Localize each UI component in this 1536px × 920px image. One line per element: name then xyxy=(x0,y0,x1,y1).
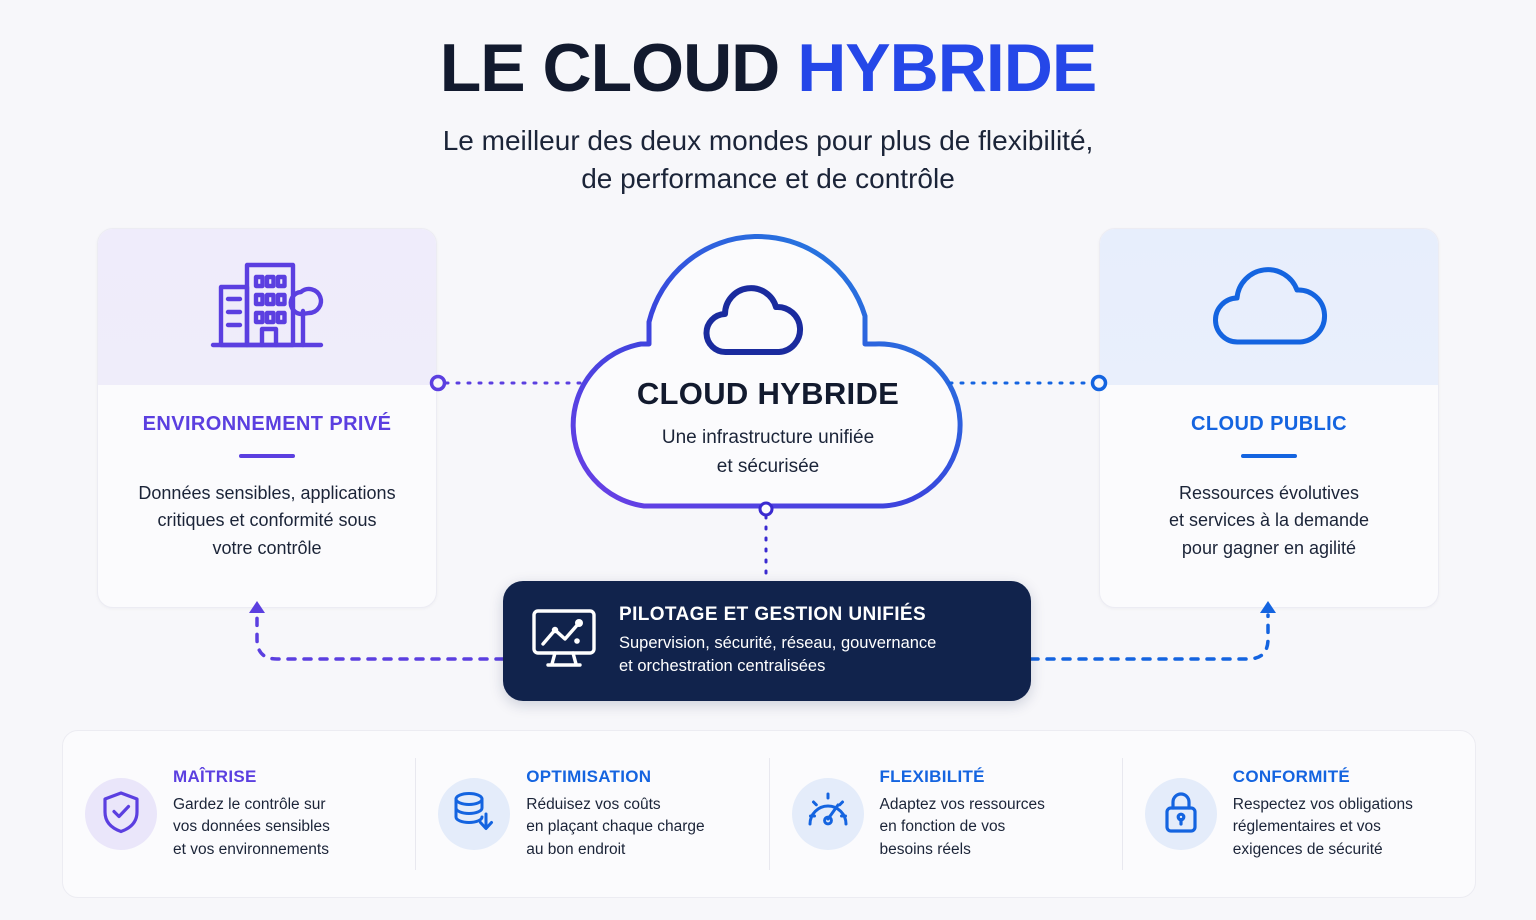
feature-text: Adaptez vos ressources en fonction de vo… xyxy=(880,794,1045,860)
page-title-primary: LE CLOUD xyxy=(439,30,798,106)
cloud-icon xyxy=(1202,256,1336,359)
page-title-accent: HYBRIDE xyxy=(797,30,1097,106)
feature-text-line-1: Réduisez vos coûts xyxy=(526,796,661,814)
hybrid-cloud-subtitle: Une infrastructure unifiée et sécurisée xyxy=(534,424,1002,481)
public-card-text-line-3: pour gagner en agilité xyxy=(1181,537,1357,558)
hybrid-cloud-shape: CLOUD HYBRIDE Une infrastructure unifiée… xyxy=(534,216,1002,532)
unified-management-banner[interactable]: PILOTAGE ET GESTION UNIFIÉS Supervision,… xyxy=(503,581,1031,701)
feature-text-line-3: besoins réels xyxy=(879,840,971,858)
feature-text: Respectez vos obligations réglementaires… xyxy=(1233,794,1413,860)
office-building-icon xyxy=(205,253,329,362)
feature-text-line-2: réglementaires et vos xyxy=(1232,818,1381,836)
public-cloud-card[interactable]: CLOUD PUBLIC Ressources évolutives et se… xyxy=(1099,228,1439,608)
private-card-header xyxy=(98,229,436,385)
hybrid-cloud-subtitle-line-1: Une infrastructure unifiée xyxy=(661,427,875,448)
feature-text-line-1: Respectez vos obligations xyxy=(1232,796,1413,814)
private-card-text-line-1: Données sensibles, applications xyxy=(138,483,396,503)
shield-check-icon xyxy=(101,790,141,839)
page-subtitle-line-1: Le meilleur des deux mondes pour plus de… xyxy=(442,125,1094,156)
public-card-divider xyxy=(1241,454,1297,458)
lock-icon xyxy=(1162,790,1200,839)
feature-text: Gardez le contrôle sur vos données sensi… xyxy=(173,794,330,860)
feature-text-block: OPTIMISATION Réduisez vos coûts en plaça… xyxy=(526,767,704,860)
private-card-text-line-3: votre contrôle xyxy=(212,537,322,558)
feature-icon-wrapper xyxy=(791,778,864,850)
feature-text-line-2: vos données sensibles xyxy=(173,818,330,836)
feature-text: Réduisez vos coûts en plaçant chaque cha… xyxy=(526,794,704,860)
banner-subtitle-line-1: Supervision, sécurité, réseau, gouvernan… xyxy=(619,634,937,653)
feature-title: FLEXIBILITÉ xyxy=(879,767,985,787)
feature-text-line-3: et vos environnements xyxy=(173,840,329,858)
feature-title: MAÎTRISE xyxy=(173,767,257,787)
feature-title: CONFORMITÉ xyxy=(1232,767,1351,787)
feature-text-block: CONFORMITÉ Respectez vos obligations rég… xyxy=(1233,767,1413,860)
database-arrow-down-icon xyxy=(452,790,496,839)
private-card-title: ENVIRONNEMENT PRIVÉ xyxy=(142,413,392,435)
public-card-title: CLOUD PUBLIC xyxy=(1191,413,1347,435)
feature-maitrise[interactable]: MAÎTRISE Gardez le contrôle sur vos donn… xyxy=(63,758,415,870)
hybrid-cloud-subtitle-line-2: et sécurisée xyxy=(716,455,820,477)
feature-text-line-1: Gardez le contrôle sur xyxy=(173,796,326,814)
private-card-text: Données sensibles, applications critique… xyxy=(124,480,410,562)
feature-text-block: MAÎTRISE Gardez le contrôle sur vos donn… xyxy=(173,767,330,860)
banner-title: PILOTAGE ET GESTION UNIFIÉS xyxy=(619,604,927,626)
feature-title: OPTIMISATION xyxy=(526,767,652,787)
feature-text-block: FLEXIBILITÉ Adaptez vos ressources en fo… xyxy=(880,767,1045,860)
public-card-header xyxy=(1100,229,1438,385)
page-subtitle: Le meilleur des deux mondes pour plus de… xyxy=(0,122,1536,198)
inner-cloud-icon xyxy=(696,280,811,367)
feature-text-line-1: Adaptez vos ressources xyxy=(879,796,1045,814)
banner-subtitle: Supervision, sécurité, réseau, gouvernan… xyxy=(619,632,936,678)
feature-flexibilite[interactable]: FLEXIBILITÉ Adaptez vos ressources en fo… xyxy=(768,758,1122,870)
public-card-body: CLOUD PUBLIC Ressources évolutives et se… xyxy=(1100,385,1438,562)
page-subtitle-line-2: de performance et de contrôle xyxy=(581,163,955,195)
banner-subtitle-line-2: et orchestration centralisées xyxy=(619,657,826,675)
banner-text-block: PILOTAGE ET GESTION UNIFIÉS Supervision,… xyxy=(619,604,936,678)
connector-banner-to-public xyxy=(1029,613,1270,661)
page-header: LE CLOUD HYBRIDE Le meilleur des deux mo… xyxy=(0,0,1536,198)
public-card-text-line-1: Ressources évolutives xyxy=(1178,483,1360,503)
private-card-divider xyxy=(239,454,295,458)
feature-icon-wrapper xyxy=(1144,778,1217,850)
hybrid-cloud-content: CLOUD HYBRIDE Une infrastructure unifiée… xyxy=(534,376,1002,481)
feature-strip: MAÎTRISE Gardez le contrôle sur vos donn… xyxy=(62,730,1476,898)
page-title: LE CLOUD HYBRIDE xyxy=(0,0,1536,102)
private-card-body: ENVIRONNEMENT PRIVÉ Données sensibles, a… xyxy=(98,385,436,562)
private-environment-card[interactable]: ENVIRONNEMENT PRIVÉ Données sensibles, a… xyxy=(97,228,437,608)
monitor-chart-icon xyxy=(531,608,597,675)
public-card-text: Ressources évolutives et services à la d… xyxy=(1126,480,1412,562)
feature-icon-wrapper xyxy=(438,778,511,850)
feature-text-line-2: en fonction de vos xyxy=(879,818,1006,836)
feature-optimisation[interactable]: OPTIMISATION Réduisez vos coûts en plaça… xyxy=(415,758,768,870)
private-card-text-line-2: critiques et conformité sous xyxy=(157,510,377,531)
public-card-text-line-2: et services à la demande xyxy=(1168,510,1370,531)
feature-icon-wrapper xyxy=(85,778,157,850)
feature-text-line-2: en plaçant chaque charge xyxy=(526,818,705,836)
connector-banner-to-private xyxy=(255,613,505,661)
feature-conformite[interactable]: CONFORMITÉ Respectez vos obligations rég… xyxy=(1121,758,1475,870)
feature-text-line-3: exigences de sécurité xyxy=(1232,840,1383,858)
gauge-icon xyxy=(806,791,850,838)
hybrid-cloud-title: CLOUD HYBRIDE xyxy=(636,376,900,411)
feature-text-line-3: au bon endroit xyxy=(526,840,626,858)
